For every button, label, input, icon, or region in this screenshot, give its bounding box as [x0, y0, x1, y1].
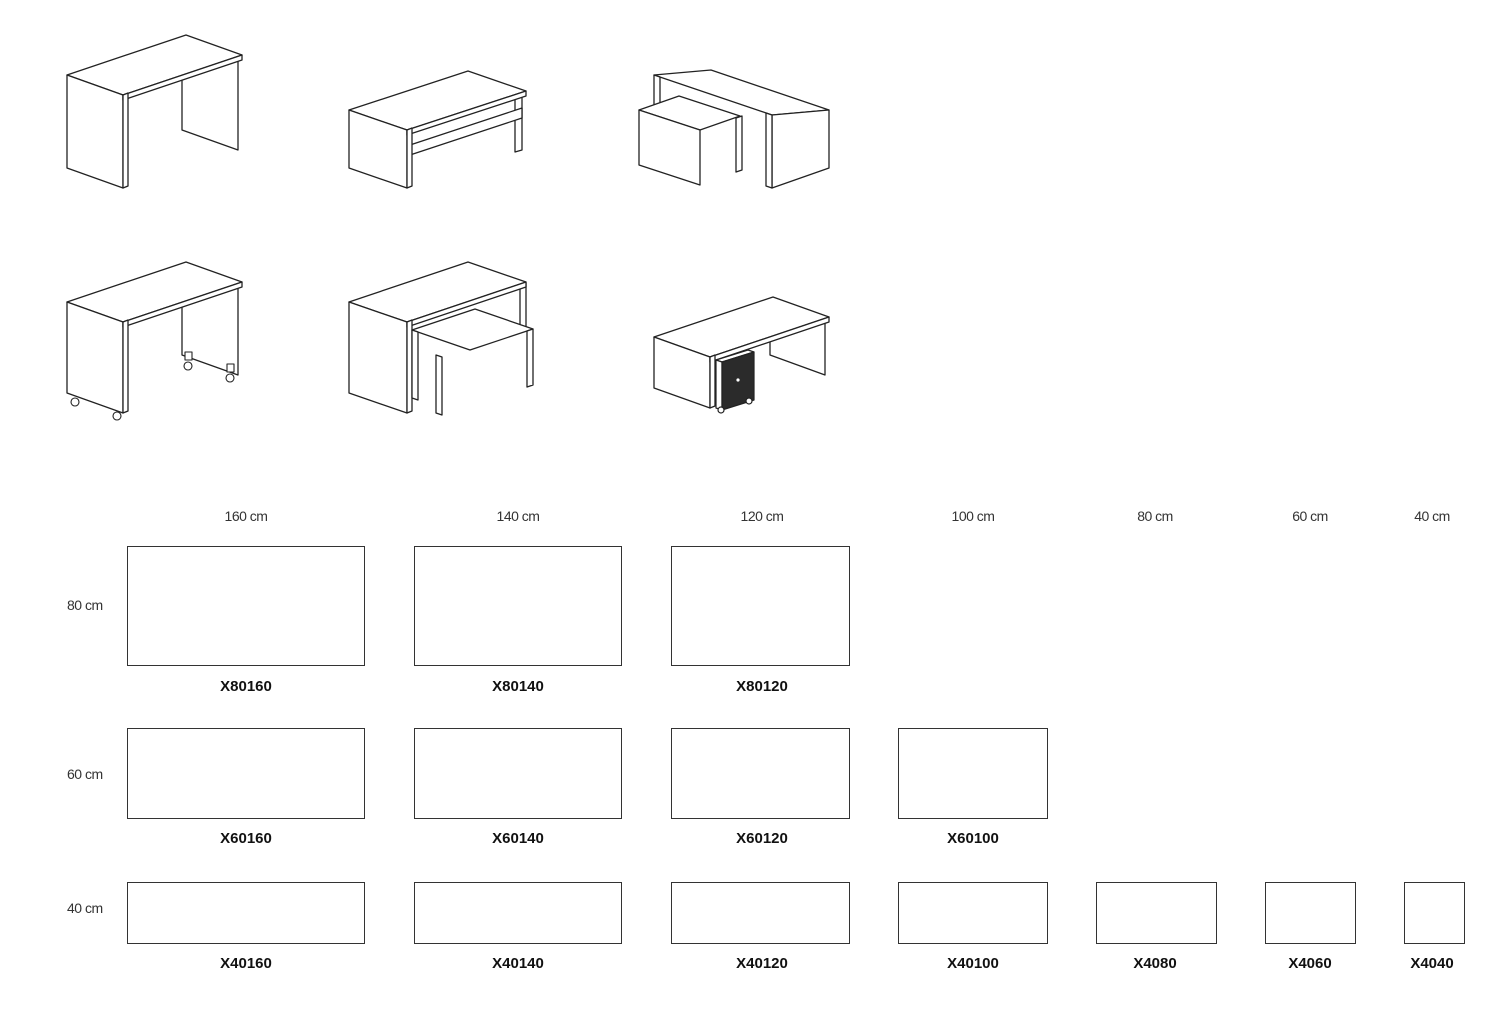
row-header-60: 60 cm	[67, 766, 103, 782]
size-box-x80120	[671, 546, 850, 666]
model-code: X40120	[736, 955, 788, 972]
desk-with-mobile-pedestal-illustration	[653, 296, 830, 414]
size-box-x40140	[414, 882, 622, 944]
model-code: X40100	[947, 955, 999, 972]
size-box-x4040	[1404, 882, 1465, 944]
size-box-x80160	[127, 546, 365, 666]
size-box-x60100	[898, 728, 1048, 819]
model-code: X80120	[736, 678, 788, 695]
model-code: X4040	[1410, 955, 1454, 972]
model-code: X4080	[1133, 955, 1177, 972]
size-box-x4080	[1096, 882, 1217, 944]
model-code: X60140	[492, 830, 544, 847]
column-header-140: 140 cm	[496, 508, 540, 524]
size-box-x4060	[1265, 882, 1356, 944]
size-box-x60120	[671, 728, 850, 819]
model-code: X4060	[1288, 955, 1332, 972]
column-header-60: 60 cm	[1292, 508, 1328, 524]
column-header-120: 120 cm	[740, 508, 784, 524]
mobile-pedestal	[715, 349, 755, 414]
tall-desk-with-nested-table-illustration	[348, 261, 534, 416]
desk-with-shelf-illustration	[348, 70, 527, 189]
model-code: X40160	[220, 955, 272, 972]
size-box-x40100	[898, 882, 1048, 944]
size-box-x80140	[414, 546, 622, 666]
column-header-40: 40 cm	[1414, 508, 1450, 524]
product-illustrations	[0, 0, 1509, 460]
model-code: X60100	[947, 830, 999, 847]
model-code: X80140	[492, 678, 544, 695]
castor-wheels	[70, 351, 235, 421]
model-code: X60160	[220, 830, 272, 847]
column-header-100: 100 cm	[951, 508, 995, 524]
column-header-160: 160 cm	[224, 508, 268, 524]
model-code: X40140	[492, 955, 544, 972]
desk-basic-illustration	[66, 34, 243, 189]
column-header-80: 80 cm	[1137, 508, 1173, 524]
row-header-40: 40 cm	[67, 900, 103, 916]
desk-on-castors-illustration	[66, 261, 243, 421]
size-box-x60160	[127, 728, 365, 819]
model-code: X60120	[736, 830, 788, 847]
desk-with-nested-table-illustration	[638, 69, 830, 189]
size-box-x60140	[414, 728, 622, 819]
size-box-x40160	[127, 882, 365, 944]
model-code: X80160	[220, 678, 272, 695]
size-box-x40120	[671, 882, 850, 944]
row-header-80: 80 cm	[67, 597, 103, 613]
